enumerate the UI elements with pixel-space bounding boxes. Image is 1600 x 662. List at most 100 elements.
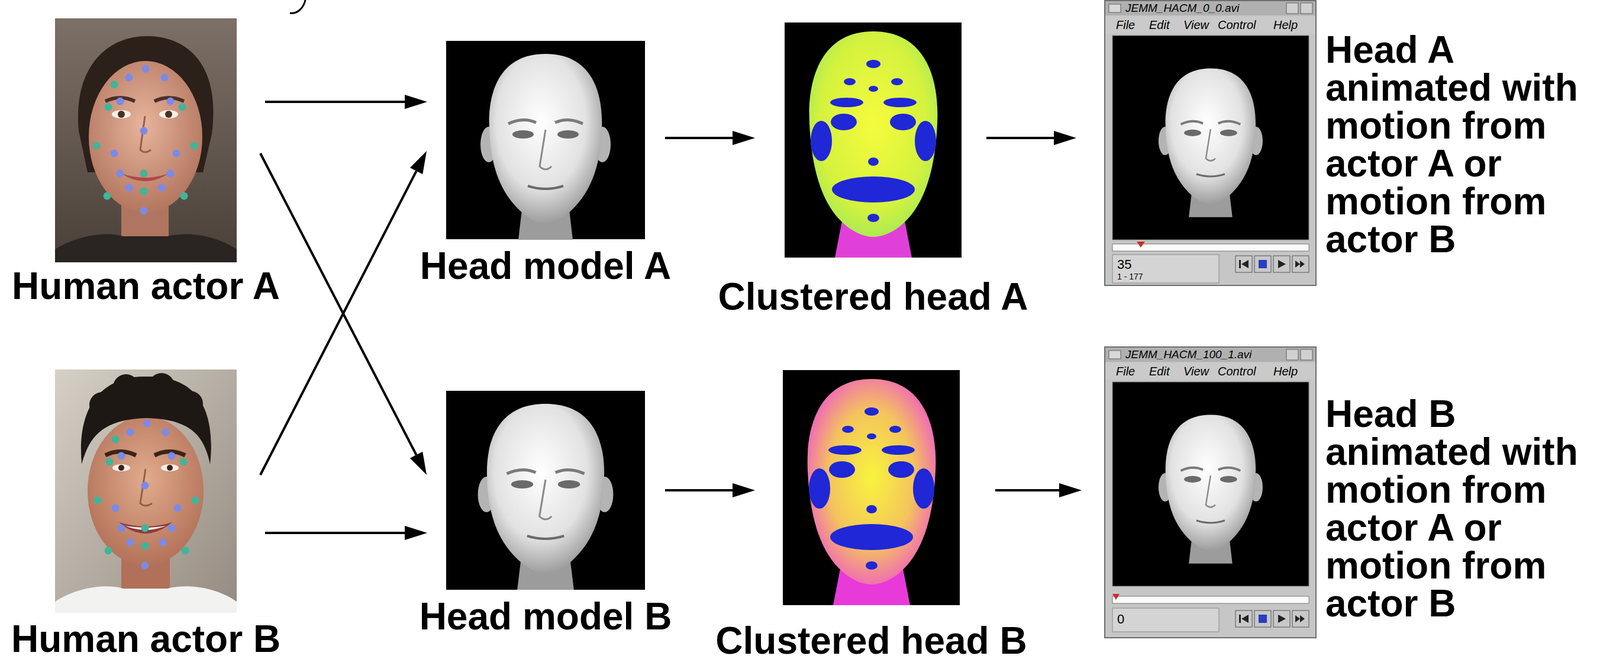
- player-window-part: [1108, 4, 1121, 13]
- flow-arrow: [665, 130, 756, 145]
- clustered-head-part: [810, 59, 937, 222]
- flow-arrow: [260, 150, 427, 475]
- node-label: Head model B: [419, 597, 673, 635]
- actor-photo-part: [159, 110, 179, 119]
- arrow-head: [410, 451, 427, 475]
- player-window-part-part: [1239, 614, 1241, 623]
- player-window: JEMM_HACM_100_1.aviFileEditViewControlHe…: [1104, 346, 1317, 638]
- clustered-head: [782, 369, 960, 605]
- player-window-part: [1108, 350, 1121, 359]
- arrow-line: [986, 136, 1054, 140]
- head-model: [446, 40, 645, 240]
- head-model-part: [446, 40, 645, 240]
- menu-item: Help: [1273, 363, 1298, 379]
- player-window-part: [1112, 607, 1219, 632]
- head-model: [446, 390, 645, 590]
- actor-photo-part: [55, 18, 237, 263]
- arrow-line: [260, 153, 417, 455]
- player-window-part: [1300, 349, 1313, 360]
- actor-photo-part: [112, 463, 131, 472]
- pen-mark: [289, 0, 306, 14]
- actor-photo: [55, 18, 237, 263]
- player-window-part-part: [1239, 259, 1241, 269]
- clustered-head-part: [808, 407, 935, 570]
- node-label: Human actor B: [11, 619, 281, 658]
- actor-photo-part: [55, 233, 237, 263]
- arrow-line: [265, 531, 405, 534]
- menu-item: Help: [1273, 17, 1298, 32]
- actor-photo-part: [55, 585, 237, 613]
- player-window-part-part: [1241, 614, 1249, 623]
- image-frame: [782, 369, 960, 605]
- arrow-head: [732, 130, 756, 145]
- player-window-part: [1112, 595, 1309, 603]
- flow-arrow: [265, 94, 428, 109]
- arrow-head: [404, 525, 428, 540]
- player-window-part: [1300, 2, 1313, 14]
- player-window-part-part: [1241, 259, 1249, 269]
- player-window-part: [1104, 0, 1316, 286]
- menu-item: Control: [1217, 17, 1256, 32]
- menu-item: Control: [1217, 363, 1256, 379]
- node-label: Head model A: [420, 246, 672, 285]
- arrow-line: [665, 136, 733, 140]
- arrow-head: [404, 94, 428, 109]
- clustered-head-part: [809, 31, 938, 237]
- image-frame: [55, 369, 237, 613]
- head-model-part: [480, 53, 611, 240]
- player-window-part: [1105, 16, 1316, 34]
- image-frame: [784, 22, 962, 258]
- player-window-part: [1112, 254, 1219, 283]
- clustered-head: [784, 22, 962, 258]
- actor-photo-part: [117, 110, 125, 118]
- player-window-part: [1136, 241, 1145, 248]
- player-window-part-part: [1235, 255, 1253, 273]
- menu-item: Edit: [1149, 17, 1170, 32]
- player-window: [1104, 0, 1316, 286]
- player-window-part: [1105, 362, 1316, 380]
- flow-arrow: [995, 482, 1082, 498]
- image-panel: Head model B: [419, 390, 673, 635]
- flow-arrow: [265, 525, 428, 540]
- menu-item: Edit: [1149, 363, 1170, 379]
- actor-photo: [55, 369, 237, 613]
- player-window-part-part: [1258, 259, 1267, 269]
- menu-item: View: [1183, 17, 1209, 32]
- arrow-head: [732, 482, 756, 498]
- clustered-head-part: [782, 369, 960, 605]
- actor-photo-part: [94, 419, 200, 570]
- clustered-head-part: [784, 22, 962, 258]
- arrow-head: [1059, 482, 1082, 498]
- player-window-part: [1235, 255, 1309, 273]
- player-window-part: [1112, 35, 1309, 240]
- player-window-part-part: [1258, 614, 1267, 623]
- actor-photo-part: [148, 372, 175, 399]
- player-window-part: [1286, 349, 1299, 360]
- arrow-head: [1053, 130, 1077, 145]
- head-model-part: [446, 390, 645, 590]
- actor-photo-part: [113, 373, 140, 400]
- frame-counter: 0: [1117, 611, 1125, 627]
- player-window-part: [1286, 2, 1299, 14]
- actor-photo-part: [111, 110, 131, 119]
- player-window-part: [1158, 414, 1263, 564]
- clustered-head-part: [807, 378, 937, 585]
- node-label: Human actor A: [11, 266, 280, 305]
- player-window: [1104, 346, 1316, 638]
- arrow-line: [665, 488, 733, 492]
- actor-photo-part: [176, 390, 203, 417]
- window-title: JEMM_HACM_0_0.avi: [1125, 1, 1240, 15]
- actor-photo-part: [118, 464, 125, 471]
- player-window-part-part: [1273, 610, 1290, 627]
- image-frame: [446, 40, 645, 240]
- image-panel: Human actor B: [11, 369, 281, 658]
- flow-arrow: [986, 130, 1077, 145]
- player-window-part: [1158, 68, 1263, 218]
- player-window-part-part: [1295, 260, 1305, 268]
- flow-arrow: [665, 482, 756, 498]
- image-frame: [446, 390, 645, 590]
- player-window-part: [1104, 346, 1316, 638]
- image-panel: Human actor A: [11, 18, 280, 305]
- player-window-part-part: [1273, 255, 1290, 273]
